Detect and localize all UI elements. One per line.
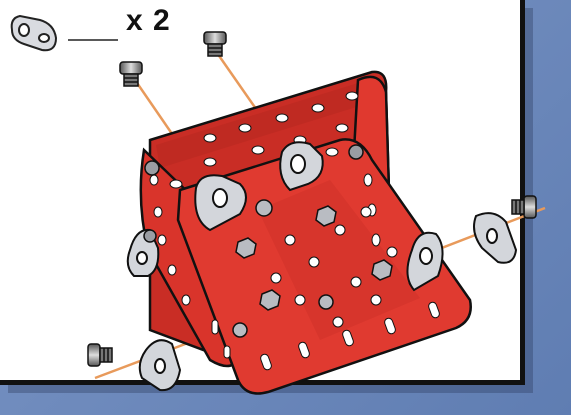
angle-bracket-icon (12, 16, 56, 50)
quantity-label: x 2 (126, 4, 171, 38)
